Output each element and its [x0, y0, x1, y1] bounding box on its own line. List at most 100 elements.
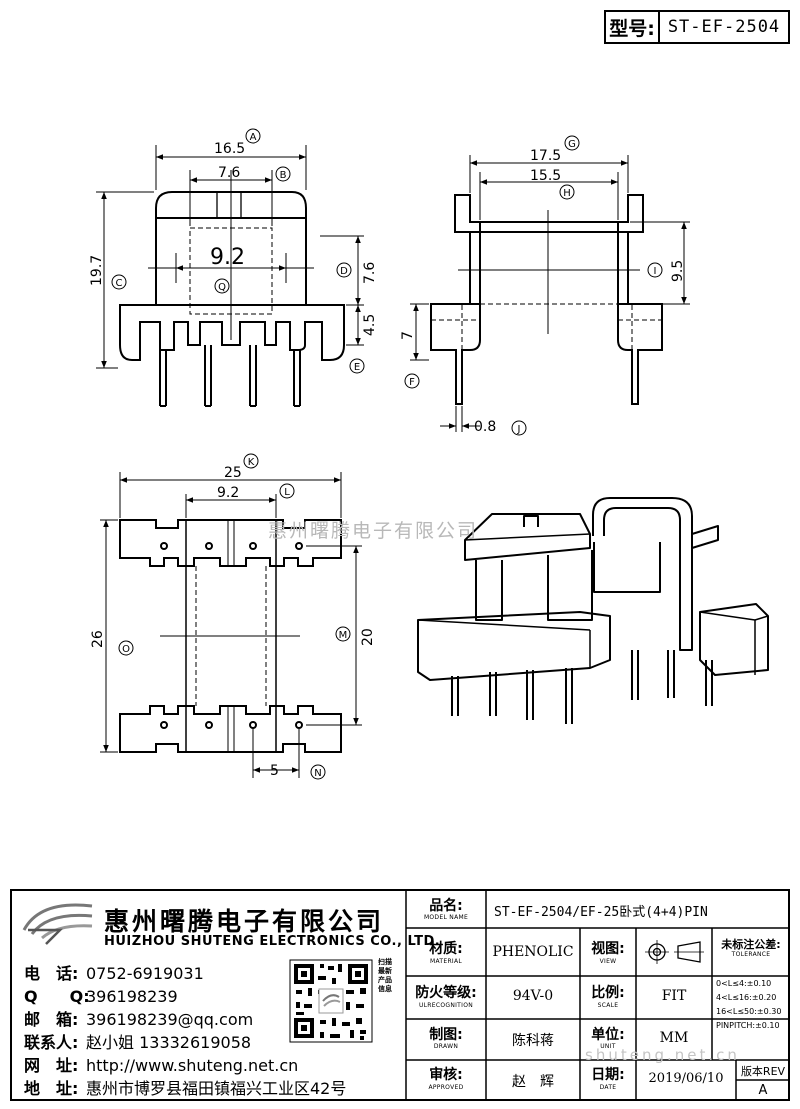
- dim-0-8: 0.8: [474, 419, 496, 435]
- watermark-bottom: shuteng.net.cn: [585, 1046, 740, 1064]
- phone-label: 电 话:: [24, 964, 79, 983]
- rev-value: A: [758, 1083, 768, 1098]
- model-header: 型号: ST-EF-2504: [604, 10, 790, 44]
- callout-a: A: [250, 132, 257, 143]
- bottom-view-callouts: K L O M N: [118, 453, 351, 780]
- callout-q: Q: [218, 282, 226, 293]
- tolerance-line-3: 16<L≤50:±0.30: [716, 1007, 782, 1016]
- dim-7-6-side: 7.6: [362, 262, 378, 284]
- callout-e: E: [354, 362, 360, 373]
- contact-address: 地 址: 惠州市博罗县福田镇福兴工业区42号: [24, 1075, 346, 1099]
- dim-9-5: 9.5: [670, 260, 686, 282]
- drawn-value: 陈科蒋: [512, 1033, 554, 1049]
- ul-label: 防火等级:: [415, 985, 477, 1001]
- address-label: 地 址:: [24, 1079, 79, 1098]
- title-block-grid: [22, 889, 790, 1101]
- callout-b: B: [280, 170, 287, 181]
- company-name-cn: 惠州曙腾电子有限公司: [104, 907, 385, 936]
- callout-i: I: [654, 266, 657, 277]
- model-name-value: ST-EF-2504/EF-25卧式(4+4)PIN: [494, 905, 708, 920]
- view-label: 视图:: [591, 941, 625, 957]
- material-value: PHENOLIC: [492, 944, 574, 960]
- date-value: 2019/06/10: [648, 1071, 724, 1086]
- callout-f: F: [409, 377, 415, 388]
- dim-19-7: 19.7: [89, 255, 105, 286]
- tolerance-line-2: 4<L≤16:±0.20: [716, 993, 777, 1002]
- tolerance-line-1: 0<L≤4:±0.10: [716, 979, 772, 988]
- model-label: 型号:: [606, 12, 660, 42]
- callout-g: G: [568, 139, 576, 150]
- unit-value: MM: [659, 1030, 689, 1046]
- date-sub: DATE: [599, 1084, 617, 1091]
- callout-d: D: [340, 266, 348, 277]
- company-logo: [22, 903, 93, 945]
- rev-label: 版本REV: [740, 1065, 786, 1078]
- tolerance-line-4: PINPITCH:±0.10: [716, 1021, 780, 1030]
- qq-value: 396198239: [86, 987, 178, 1006]
- ul-value: 94V-0: [512, 988, 554, 1004]
- person-value: 赵小姐 13332619058: [86, 1033, 252, 1052]
- dim-9-2-center: 9.2: [210, 245, 245, 270]
- side-view-dimensions: [410, 155, 690, 432]
- scale-sub: SCALE: [597, 1002, 619, 1009]
- material-sub: MATERIAL: [429, 958, 463, 965]
- tolerance-sub: TOLERANCE: [731, 951, 771, 958]
- view-sub: VIEW: [599, 958, 617, 965]
- front-view-callouts: A B C D E Q: [111, 128, 365, 374]
- dim-15-5: 15.5: [530, 168, 561, 184]
- dim-26: 26: [90, 630, 106, 648]
- tolerance-label: 未标注公差:: [721, 938, 781, 951]
- callout-m: M: [339, 630, 348, 641]
- side-view: [430, 194, 663, 405]
- phone-value: 0752-6919031: [86, 964, 204, 983]
- contact-web: 网 址: http://www.shuteng.net.cn: [24, 1052, 298, 1076]
- scale-value: FIT: [661, 988, 687, 1004]
- model-name-sub: MODEL NAME: [423, 914, 469, 921]
- address-value: 惠州市博罗县福田镇福兴工业区42号: [86, 1079, 347, 1098]
- contact-email: 邮 箱: 396198239@qq.com: [24, 1006, 253, 1030]
- callout-j: J: [517, 424, 521, 435]
- dim-7-6-top: 7.6: [218, 165, 240, 181]
- email-label: 邮 箱:: [24, 1010, 79, 1029]
- dim-20: 20: [360, 628, 376, 646]
- qq-label: Q Q:: [24, 987, 90, 1006]
- dim-4-5: 4.5: [362, 314, 378, 336]
- model-name-label: 品名:: [429, 898, 463, 914]
- approved-sub: APPROVED: [428, 1084, 464, 1091]
- dim-16-5: 16.5: [214, 141, 245, 157]
- drawn-sub: DRAWN: [433, 1043, 459, 1050]
- contact-phone: 电 话: 0752-6919031: [24, 960, 204, 984]
- callout-n: N: [314, 768, 321, 779]
- web-label: 网 址:: [24, 1056, 79, 1075]
- dim-7: 7: [400, 331, 416, 340]
- drawn-label: 制图:: [429, 1027, 463, 1043]
- date-label: 日期:: [591, 1067, 625, 1083]
- bottom-view-dimensions: [100, 472, 362, 778]
- isometric-view: [417, 497, 769, 724]
- front-view: [119, 170, 345, 407]
- front-view-dimensions: [96, 145, 364, 369]
- model-value: ST-EF-2504: [667, 17, 781, 37]
- qr-code: [289, 959, 373, 1043]
- dim-17-5: 17.5: [530, 148, 561, 164]
- ul-sub: ULRECOGNITION: [418, 1002, 474, 1009]
- dim-5: 5: [270, 763, 279, 779]
- dim-25: 25: [224, 465, 242, 481]
- callout-k: K: [248, 457, 255, 468]
- callout-l: L: [284, 487, 290, 498]
- email-value: 396198239@qq.com: [86, 1010, 254, 1029]
- web-value[interactable]: http://www.shuteng.net.cn: [86, 1056, 299, 1075]
- projection-symbol: [645, 940, 704, 964]
- callout-h: H: [563, 188, 571, 199]
- approved-value: 赵 辉: [512, 1074, 554, 1090]
- bottom-view: [119, 519, 342, 753]
- contact-person: 联系人:赵小姐 13332619058: [24, 1029, 251, 1053]
- side-view-callouts: G H I F J: [404, 135, 663, 436]
- callout-o: O: [122, 644, 130, 655]
- unit-label: 单位:: [591, 1027, 625, 1043]
- dim-9-2: 9.2: [217, 485, 239, 501]
- callout-c: C: [116, 278, 123, 289]
- qr-caption: 扫描最新产品信息: [378, 958, 392, 993]
- contact-qq: Q Q:396198239: [24, 983, 178, 1007]
